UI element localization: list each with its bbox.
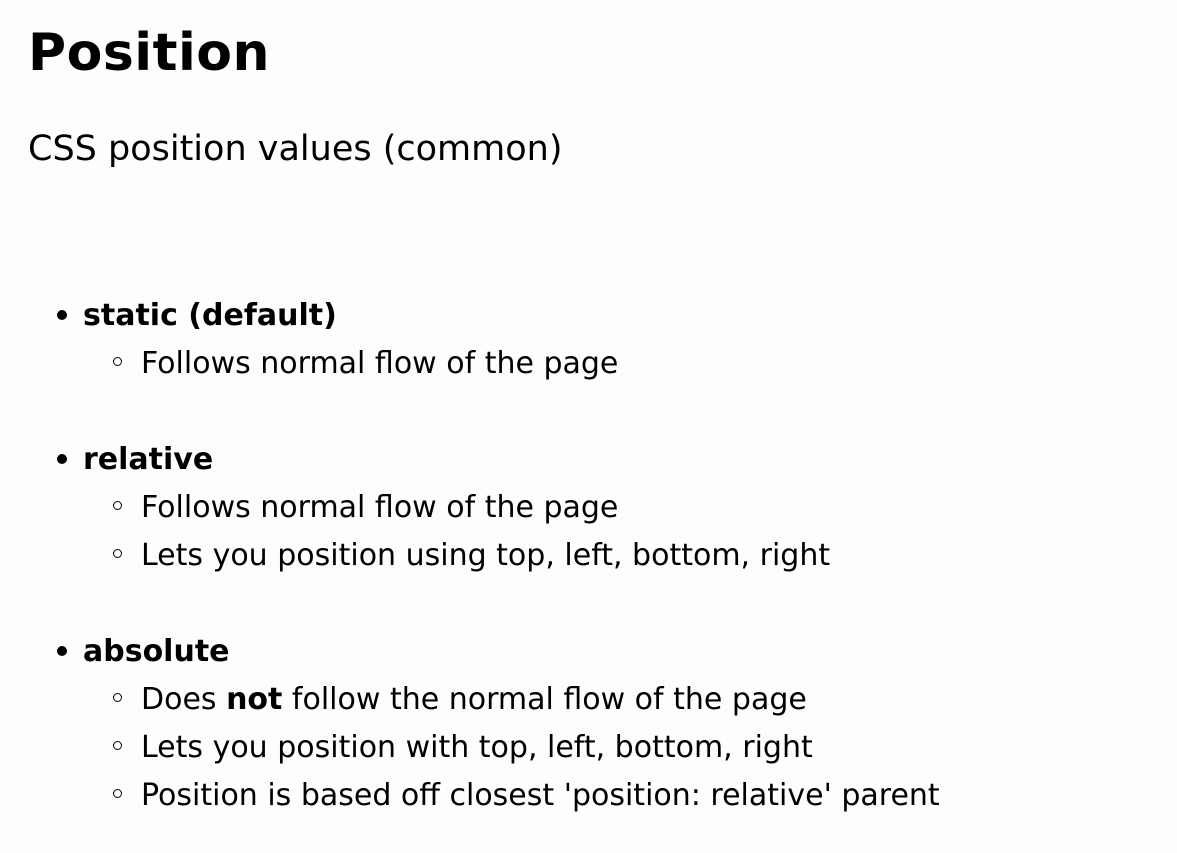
sub-item-text: Lets you position with top, left, bottom…: [141, 730, 813, 765]
sub-item-text-before: Does: [141, 682, 227, 717]
bullet-circle-icon: [113, 357, 122, 366]
emphasis-not: not: [226, 682, 283, 717]
term-static: static (default): [83, 298, 337, 333]
sub-item-text-after: follow the normal flow of the page: [282, 682, 807, 717]
slide-title: Position: [28, 23, 271, 83]
bullet-circle-icon: [113, 501, 122, 510]
sub-item-text: Follows normal flow of the page: [141, 346, 619, 381]
sub-item: Lets you position using top, left, botto…: [113, 534, 830, 578]
sub-item: Follows normal flow of the page: [113, 486, 618, 530]
term-relative: relative: [83, 442, 214, 477]
sub-item-text: Follows normal flow of the page: [141, 490, 619, 525]
slide-subtitle: CSS position values (common): [28, 129, 563, 169]
bullet-disc-icon: [57, 309, 67, 320]
bullet-disc-icon: [57, 453, 67, 464]
list-item-absolute: absolute: [57, 630, 230, 674]
sub-item: Lets you position with top, left, bottom…: [113, 726, 813, 770]
bullet-circle-icon: [113, 549, 122, 558]
bullet-disc-icon: [57, 645, 67, 656]
sub-item-text: Position is based off closest 'position:…: [141, 778, 940, 813]
list-item-static: static (default): [57, 294, 337, 338]
sub-item: Does not follow the normal flow of the p…: [113, 678, 807, 722]
sub-item-text: Lets you position using top, left, botto…: [141, 538, 831, 573]
sub-item: Follows normal flow of the page: [113, 342, 618, 386]
bullet-circle-icon: [113, 789, 122, 798]
sub-item: Position is based off closest 'position:…: [113, 774, 940, 818]
bullet-circle-icon: [113, 741, 122, 750]
bullet-circle-icon: [113, 693, 122, 702]
list-item-relative: relative: [57, 438, 213, 482]
term-absolute: absolute: [83, 634, 230, 669]
